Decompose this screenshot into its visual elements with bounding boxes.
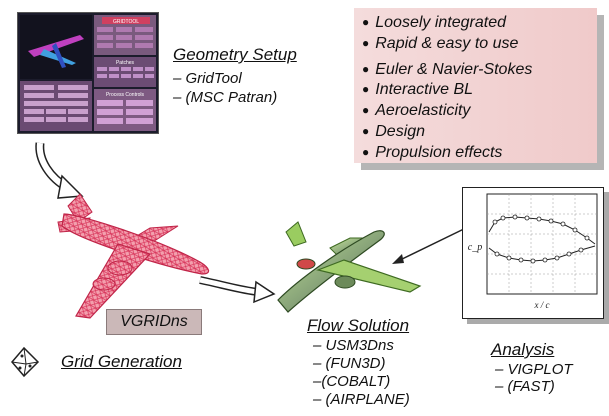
upper-surface-points (492, 214, 590, 241)
flow-item-fun3d: – (FUN3D) (313, 355, 386, 372)
grid-airplane-fuselage (61, 213, 210, 275)
upper-surface-curve (488, 216, 596, 245)
arrow-geometry-to-grid (35, 142, 84, 199)
flow-item-airplane: – (AIRPLANE) (313, 391, 410, 408)
lower-surface-curve (488, 245, 596, 262)
analysis-item-vigplot: – VIGPLOT (495, 361, 573, 378)
control-panel-middle (94, 57, 156, 87)
flow-solution-list: – USM3Dns – (FUN3D) –(COBALT) – (AIRPLAN… (313, 337, 410, 409)
flow-airplane-engine-1 (334, 275, 356, 289)
flow-airplane-tail (285, 221, 307, 247)
features-list: Loosely integrated Rapid & easy to use E… (354, 8, 597, 164)
panel-middle-text: Patches (116, 60, 135, 66)
geometry-item-patran: – (MSC Patran) (173, 89, 278, 106)
feature-interactive-bl: Interactive BL (362, 80, 597, 101)
plot-frame (486, 193, 598, 295)
flow-solution-title: Flow Solution (307, 316, 410, 335)
flow-item-usm3dns: – USM3Dns (313, 337, 394, 354)
feature-design: Design (362, 122, 597, 143)
analysis-item-fast: – (FAST) (495, 378, 555, 395)
panel-title-text: GRIDTOOL (113, 19, 139, 25)
flow-airplane-near-wing (315, 259, 422, 293)
cp-axis-label: c_p (468, 242, 482, 253)
geometry-item-gridtool: – GridTool (173, 70, 242, 87)
features-box: Loosely integrated Rapid & easy to use E… (354, 8, 597, 163)
cube-icon (11, 346, 40, 378)
screen-drawing: GRIDTOOL Patches Process Controls (20, 15, 156, 131)
panel-buttons-middle (97, 67, 154, 78)
plot-grid (487, 194, 597, 294)
screen-airplane-wing2 (52, 43, 66, 68)
analysis-plot: c_p x / c (462, 187, 604, 319)
feature-propulsion: Propulsion effects (362, 143, 597, 164)
grid-airplane-engine-2 (92, 277, 116, 291)
geometry-setup-title: Geometry Setup (173, 45, 297, 64)
panel-title-bar (102, 17, 150, 24)
arrow-grid-to-flow (199, 276, 276, 304)
cp-plot: c_p x / c (468, 193, 598, 310)
flow-airplane (277, 221, 422, 313)
arrow-plot-to-wing (392, 225, 471, 264)
feature-rapid-easy: Rapid & easy to use (362, 34, 597, 55)
flow-item-cobalt: –(COBALT) (313, 373, 391, 390)
grid-generation-title: Grid Generation (61, 352, 182, 371)
analysis-title: Analysis (491, 340, 555, 359)
panel-buttons-left (24, 85, 88, 122)
vgridns-label: VGRIDns (106, 309, 202, 335)
geometry-screen-thumbnail: GRIDTOOL Patches Process Controls (17, 12, 159, 134)
feature-aeroelasticity: Aeroelasticity (362, 101, 597, 122)
panel-buttons-bottom (97, 100, 153, 124)
xc-axis-label: x / c (534, 300, 550, 310)
lower-surface-points (494, 247, 584, 264)
grid-airplane-engine-1 (107, 260, 133, 276)
feature-euler-navier-stokes: Euler & Navier-Stokes (362, 60, 597, 81)
analysis-list: – VIGPLOT – (FAST) (495, 361, 573, 395)
feature-loosely-integrated: Loosely integrated (362, 13, 597, 34)
geometry-setup-list: – GridTool – (MSC Patran) (173, 69, 277, 107)
flow-airplane-engine-2 (296, 258, 316, 270)
panel-bottom-text: Process Controls (106, 92, 145, 98)
grid-airplane (57, 193, 210, 319)
panel-buttons-top (97, 27, 153, 48)
